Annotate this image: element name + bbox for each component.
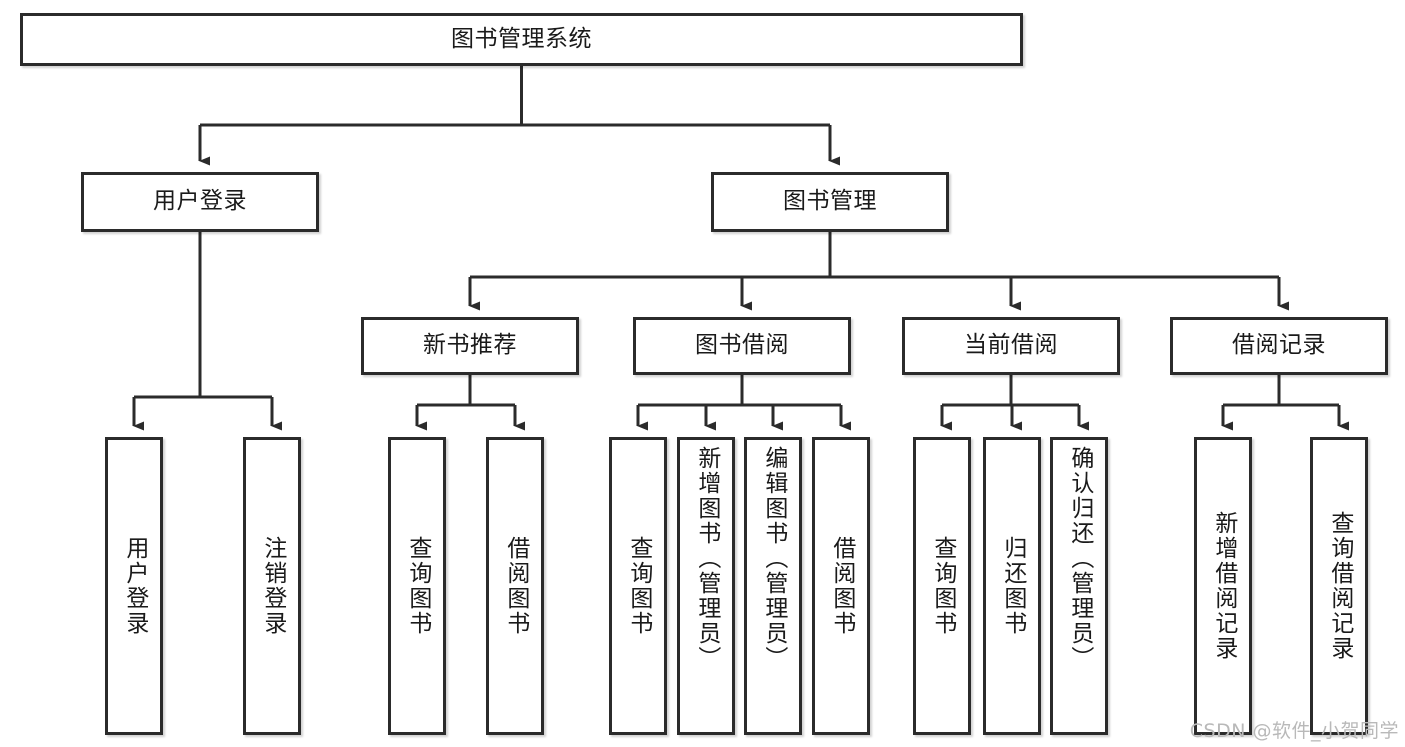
node-book-manage[interactable]: 图书管理 (711, 172, 949, 232)
node-leaf-query-book-3[interactable]: 查询图书 (913, 437, 971, 735)
node-label-book-borrow: 图书借阅 (695, 332, 789, 359)
node-leaf-query-book-1[interactable]: 查询图书 (388, 437, 446, 735)
node-label-leaf-query-book-3: 查询图书 (929, 536, 956, 636)
node-leaf-borrow-book-1[interactable]: 借阅图书 (486, 437, 544, 735)
node-label-root: 图书管理系统 (451, 25, 592, 52)
node-label-leaf-borrow-book-1: 借阅图书 (502, 536, 529, 636)
node-label-leaf-query-book-1: 查询图书 (404, 536, 431, 636)
tree-connectors (132, 66, 1349, 431)
node-label-leaf-query-book-2: 查询图书 (625, 536, 652, 636)
node-leaf-add-record[interactable]: 新增借阅记录 (1194, 437, 1252, 735)
node-leaf-edit-book[interactable]: 编辑图书（管理员） (744, 437, 802, 735)
node-label-current-borrow: 当前借阅 (964, 332, 1058, 359)
node-new-book-rec[interactable]: 新书推荐 (361, 317, 579, 375)
node-book-borrow[interactable]: 图书借阅 (633, 317, 851, 375)
node-label-leaf-edit-book: 编辑图书（管理员） (760, 446, 787, 671)
node-leaf-query-record[interactable]: 查询借阅记录 (1310, 437, 1368, 735)
node-label-borrow-record: 借阅记录 (1232, 332, 1326, 359)
node-user-login[interactable]: 用户登录 (81, 172, 319, 232)
node-current-borrow[interactable]: 当前借阅 (902, 317, 1120, 375)
node-label-leaf-borrow-book-2: 借阅图书 (828, 536, 855, 636)
node-label-leaf-add-book: 新增图书（管理员） (693, 446, 720, 671)
node-label-new-book-rec: 新书推荐 (423, 332, 517, 359)
node-label-leaf-return-book: 归还图书 (999, 536, 1026, 636)
node-leaf-return-book[interactable]: 归还图书 (983, 437, 1041, 735)
node-label-leaf-user-login: 用户登录 (121, 536, 148, 636)
node-leaf-borrow-book-2[interactable]: 借阅图书 (812, 437, 870, 735)
node-label-leaf-confirm-return: 确认归还（管理员） (1066, 446, 1093, 671)
node-label-book-manage: 图书管理 (783, 188, 877, 215)
node-leaf-confirm-return[interactable]: 确认归还（管理员） (1050, 437, 1108, 735)
node-root[interactable]: 图书管理系统 (20, 13, 1023, 66)
node-label-leaf-logout: 注销登录 (259, 536, 286, 636)
node-leaf-logout[interactable]: 注销登录 (243, 437, 301, 735)
node-leaf-user-login[interactable]: 用户登录 (105, 437, 163, 735)
node-label-leaf-query-record: 查询借阅记录 (1326, 511, 1353, 661)
node-leaf-query-book-2[interactable]: 查询图书 (609, 437, 667, 735)
node-label-leaf-add-record: 新增借阅记录 (1210, 511, 1237, 661)
node-leaf-add-book[interactable]: 新增图书（管理员） (677, 437, 735, 735)
node-label-user-login: 用户登录 (153, 188, 247, 215)
node-borrow-record[interactable]: 借阅记录 (1170, 317, 1388, 375)
